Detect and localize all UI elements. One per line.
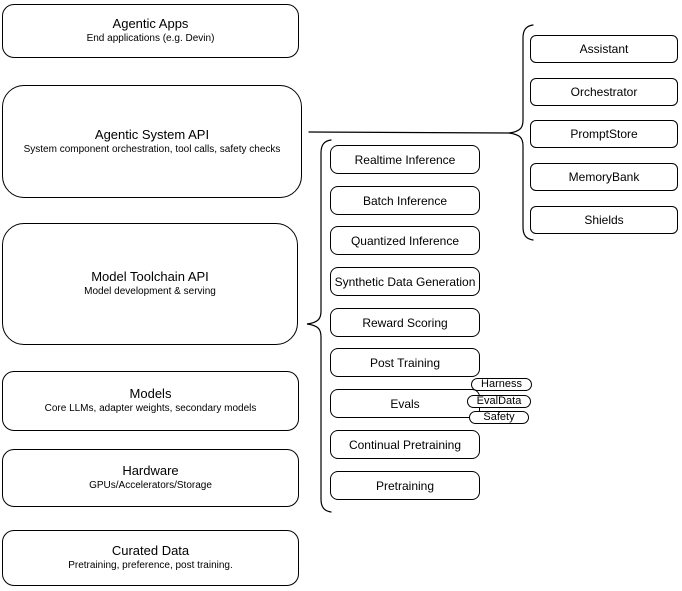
toolchain-item-quantized-inference: Quantized Inference: [330, 226, 480, 255]
layer-title: Hardware: [122, 463, 179, 478]
toolchain-item-label: Batch Inference: [362, 193, 448, 208]
eval-tag-label: Safety: [483, 411, 515, 423]
layer-models: Models Core LLMs, adapter weights, secon…: [2, 371, 299, 431]
toolchain-item-label: Quantized Inference: [350, 233, 460, 248]
toolchain-bracket: [306, 139, 332, 513]
eval-tag-evaldata: EvalData: [467, 395, 531, 408]
toolchain-item-label: Evals: [390, 396, 420, 411]
component-label: PromptStore: [570, 127, 638, 141]
layer-subtitle: Model development & serving: [84, 286, 216, 297]
toolchain-item-batch-inference: Batch Inference: [330, 186, 480, 215]
layer-agentic-apps: Agentic Apps End applications (e.g. Devi…: [2, 4, 299, 58]
api-connector-line: [308, 131, 510, 134]
toolchain-item-label: Synthetic Data Generation: [334, 274, 476, 289]
eval-tag-label: Harness: [481, 378, 522, 390]
eval-tag-label: EvalData: [476, 395, 522, 407]
component-memorybank: MemoryBank: [530, 163, 678, 191]
layer-title: Models: [129, 386, 172, 401]
toolchain-item-label: Continual Pretraining: [348, 437, 462, 452]
component-label: Assistant: [579, 42, 629, 56]
toolchain-item-continual-pretraining: Continual Pretraining: [330, 430, 480, 459]
layer-title: Curated Data: [111, 543, 190, 558]
component-orchestrator: Orchestrator: [530, 78, 678, 106]
layer-title: Agentic System API: [94, 126, 210, 142]
toolchain-item-synthetic-data-generation: Synthetic Data Generation: [330, 267, 480, 296]
layer-model-toolchain-api: Model Toolchain API Model development & …: [2, 223, 298, 345]
component-assistant: Assistant: [530, 35, 678, 63]
component-label: Orchestrator: [570, 85, 638, 99]
toolchain-item-label: Pretraining: [375, 478, 435, 493]
toolchain-item-reward-scoring: Reward Scoring: [330, 308, 480, 337]
component-label: MemoryBank: [568, 170, 640, 184]
layer-subtitle: End applications (e.g. Devin): [86, 33, 215, 44]
layer-subtitle: System component orchestration, tool cal…: [23, 143, 281, 155]
layer-subtitle: Pretraining, preference, post training.: [68, 560, 233, 571]
eval-tag-harness: Harness: [471, 378, 532, 391]
layer-agentic-system-api: Agentic System API System component orch…: [2, 85, 302, 198]
toolchain-item-evals: Evals: [330, 389, 480, 418]
component-shields: Shields: [530, 206, 678, 234]
toolchain-item-pretraining: Pretraining: [330, 471, 480, 500]
eval-tag-safety: Safety: [469, 411, 529, 424]
toolchain-item-realtime-inference: Realtime Inference: [330, 145, 480, 174]
toolchain-item-label: Post Training: [369, 355, 441, 370]
toolchain-item-label: Reward Scoring: [362, 315, 448, 330]
layer-title: Agentic Apps: [112, 16, 189, 31]
layer-subtitle: Core LLMs, adapter weights, secondary mo…: [44, 403, 257, 414]
layer-hardware: Hardware GPUs/Accelerators/Storage: [2, 449, 299, 507]
layer-title: Model Toolchain API: [91, 269, 209, 284]
component-promptstore: PromptStore: [530, 120, 678, 148]
layer-subtitle: GPUs/Accelerators/Storage: [89, 480, 212, 491]
toolchain-item-post-training: Post Training: [330, 348, 480, 377]
component-label: Shields: [584, 213, 624, 227]
toolchain-item-label: Realtime Inference: [354, 152, 456, 167]
layer-curated-data: Curated Data Pretraining, preference, po…: [2, 530, 299, 586]
